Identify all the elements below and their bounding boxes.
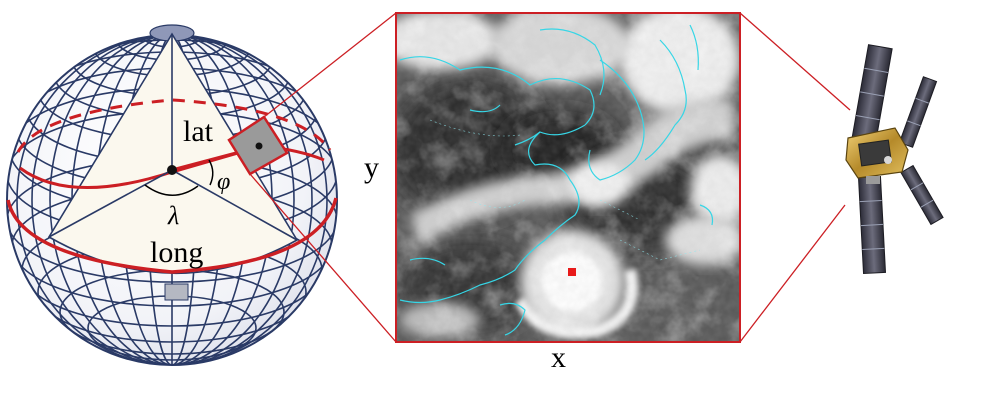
lambda-arc — [144, 184, 199, 196]
radius-line-equator — [171, 169, 298, 241]
satellite-image-frame — [395, 12, 741, 343]
phi-arc — [208, 159, 214, 186]
grid-cell-point — [255, 142, 263, 150]
satellite-image: y x — [364, 12, 741, 374]
coastlines — [399, 24, 714, 336]
latitude-line — [19, 144, 325, 190]
solar-panel-upper — [851, 44, 893, 144]
grid-cell-bottom — [164, 283, 189, 301]
globe-center-point — [167, 165, 177, 175]
globe: lat long φ λ — [6, 24, 338, 366]
equator-line — [6, 197, 338, 274]
radius-line-left — [48, 169, 173, 238]
solar-panel-right-lower — [900, 164, 944, 226]
satellite — [845, 44, 944, 275]
solar-panel-lower — [857, 175, 887, 275]
x-axis-label: x — [551, 341, 566, 374]
typhoon-center-marker — [568, 268, 576, 276]
phi-symbol: φ — [217, 169, 230, 195]
satellite-body — [845, 127, 909, 184]
latitude-line-hidden — [16, 98, 332, 153]
lambda-symbol: λ — [167, 201, 179, 230]
y-axis-label: y — [364, 151, 379, 184]
lat-label: lat — [183, 115, 214, 148]
solar-panel-right-upper — [898, 76, 938, 148]
projection-lines — [249, 12, 851, 343]
long-label: long — [150, 236, 203, 269]
